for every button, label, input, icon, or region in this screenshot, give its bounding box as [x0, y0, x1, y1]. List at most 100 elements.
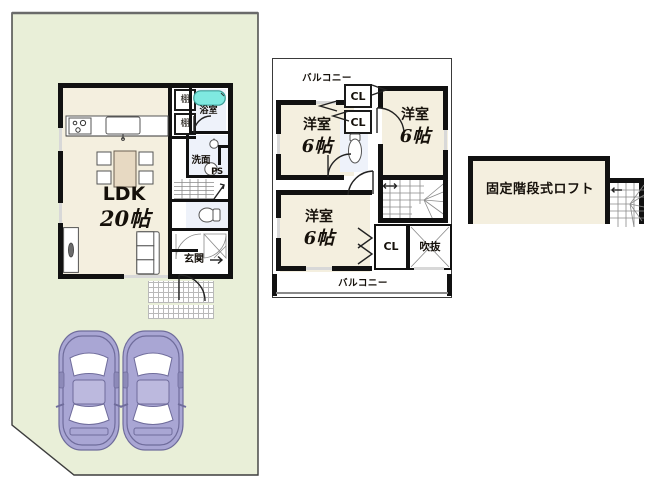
wall-ps-divider [218, 145, 229, 148]
entrance-door [178, 274, 208, 302]
void-cross-hatch [410, 226, 450, 268]
wall-2f-eastbed-west-b [378, 144, 383, 178]
wall-balcony-south-west [272, 274, 277, 296]
staircase-first-floor [174, 179, 228, 201]
wall-2f-southbed-north [276, 190, 372, 195]
wall-north [58, 83, 233, 88]
wall-2f-ne [378, 86, 448, 91]
window-south [124, 275, 168, 278]
window-2f-west-2 [277, 218, 280, 238]
car-left [55, 328, 123, 453]
wall-west-3 [58, 223, 63, 279]
door-closet-1 [371, 84, 389, 96]
sofa [136, 231, 160, 275]
wall-2f-w-b [276, 154, 281, 180]
first-floor-plan: 棚 棚 浴室 [58, 83, 233, 302]
car-right [119, 328, 187, 453]
closet-cl-3 [374, 224, 408, 270]
label-bedroom-south: 洋室 [305, 209, 333, 225]
wall-stair-south [172, 199, 229, 202]
wall-entry-divider [172, 249, 198, 252]
kitchen-counter [65, 113, 169, 141]
window-2f-void-south [414, 267, 444, 270]
label-pipe-space: PS [211, 167, 223, 178]
staircase-loft [610, 183, 645, 228]
window-2f-west-1 [277, 134, 280, 154]
closet-cl-2 [344, 110, 372, 134]
door-bedroom-west-north [316, 100, 338, 112]
wall-west-2 [58, 151, 63, 203]
wall-bath-south [189, 131, 228, 134]
wall-2f-stair-west [378, 180, 383, 223]
label-shelf-upper: 棚 [180, 94, 190, 105]
wall-2f-eastbed-west-a [378, 86, 383, 108]
door-bedroom-west [327, 153, 356, 178]
loft-plan: 固定階段式ロフト [468, 156, 645, 228]
window-2f-west-bedroom-north [316, 101, 336, 104]
label-ldk: LDK [102, 182, 146, 205]
wall-2f-n-west-a [276, 100, 316, 105]
wall-2f-westbed-south [276, 175, 344, 180]
dining-set [94, 147, 154, 191]
label-void-atrium: 吹抜 [419, 240, 441, 253]
label-closet-1: CL [350, 89, 366, 103]
wall-east [228, 83, 233, 279]
wall-washroom-west [186, 135, 189, 177]
wall-2f-w-d [276, 238, 281, 271]
wall-loft-step-horiz [605, 178, 644, 183]
wall-2f-s-a [276, 266, 306, 271]
label-closet-3: CL [383, 239, 399, 253]
label-closet-2: CL [350, 115, 366, 129]
loft-floor [472, 160, 606, 224]
wall-loft-west [468, 156, 473, 224]
wall-toilet-south [172, 228, 229, 231]
wall-south-1 [58, 274, 124, 279]
toilet-second-floor [344, 133, 366, 166]
wall-2f-e-a [443, 86, 448, 130]
room-bedroom-east-floor [382, 90, 448, 176]
second-floor-plan: バルコニー [272, 58, 452, 298]
label-bedroom-west: 洋室 [303, 117, 331, 133]
hall-stair-detail [174, 232, 228, 260]
label-bathroom: 浴室 [199, 105, 218, 116]
wall-2f-stair-east [443, 180, 448, 223]
door-bedroom-south [346, 170, 374, 196]
label-balcony-north: バルコニー [302, 73, 352, 85]
wall-2f-w-a [276, 100, 281, 134]
wall-bath-west [189, 86, 192, 134]
label-bedroom-east: 洋室 [401, 107, 429, 123]
label-ldk-size: 20帖 [99, 205, 151, 231]
wall-loft-stair-west [605, 178, 610, 224]
door-hall-west [330, 110, 350, 122]
door-bedroom-east [376, 107, 406, 134]
window-2f-east-1 [444, 130, 447, 150]
wall-washroom-south [186, 175, 229, 178]
label-washroom: 洗面 [191, 155, 211, 167]
window-west-1 [59, 128, 62, 151]
wall-2f-w-c [276, 190, 281, 218]
label-bedroom-west-size: 6帖 [301, 136, 333, 157]
balcony-south-rail [276, 292, 448, 294]
label-bedroom-south-size: 6帖 [303, 228, 335, 249]
wall-loft-north [468, 156, 610, 161]
wall-shelf-base [172, 136, 196, 139]
entrance-approach-paving-2 [148, 305, 214, 319]
label-bedroom-east-size: 6帖 [399, 126, 431, 147]
wall-2f-stair-south [378, 218, 448, 223]
closet-cl-1 [344, 84, 372, 108]
staircase-second-floor [382, 179, 449, 223]
wall-west-1 [58, 83, 63, 128]
bathroom-door [193, 115, 218, 134]
entrance-arrow-icon [210, 254, 224, 266]
washbasin [206, 137, 224, 153]
room-bedroom-south-floor [280, 194, 370, 272]
toilet-first-floor [198, 204, 222, 226]
partition-ldk-service [168, 83, 172, 213]
label-entrance: 玄関 [184, 254, 204, 265]
wall-loft-stair-east [639, 178, 644, 224]
wall-loft-step-vert [605, 156, 610, 182]
wall-balcony-south-east [447, 274, 452, 296]
label-balcony-south: バルコニー [338, 278, 388, 290]
label-loft: 固定階段式ロフト [485, 181, 594, 197]
